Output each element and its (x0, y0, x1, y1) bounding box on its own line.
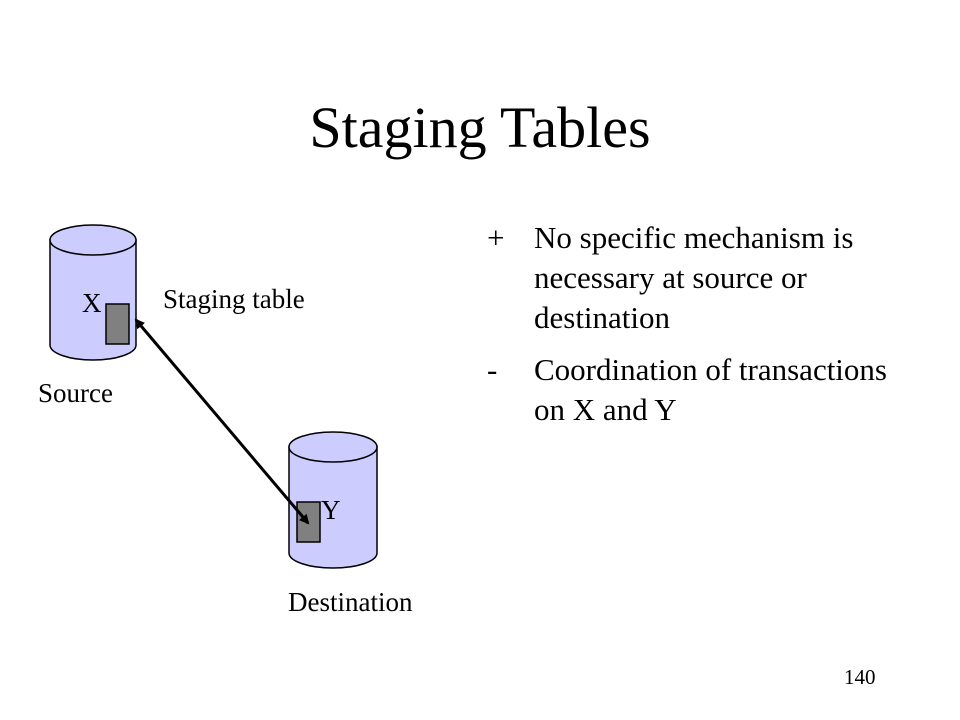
transfer-arrow (134, 318, 310, 525)
source-label: Source (38, 378, 113, 408)
bullet-list: + No specific mechanism is necessary at … (487, 218, 907, 442)
bullet-item: - Coordination of transactions on X and … (487, 350, 907, 430)
bullet-text: No specific mechanism is necessary at so… (534, 220, 854, 335)
source-db-letter: X (82, 288, 102, 318)
destination-label: Destination (288, 587, 413, 617)
destination-db-letter: Y (321, 495, 341, 525)
staging-table-label: Staging table (163, 284, 305, 314)
page-number: 140 (844, 665, 876, 689)
source-staging-table (105, 303, 130, 345)
bullet-marker: - (487, 352, 498, 387)
slide-title: Staging Tables (309, 95, 651, 160)
bullet-text: Coordination of transactions on X and Y (534, 352, 887, 427)
bullet-marker: + (487, 220, 505, 255)
bullet-item: + No specific mechanism is necessary at … (487, 218, 907, 338)
